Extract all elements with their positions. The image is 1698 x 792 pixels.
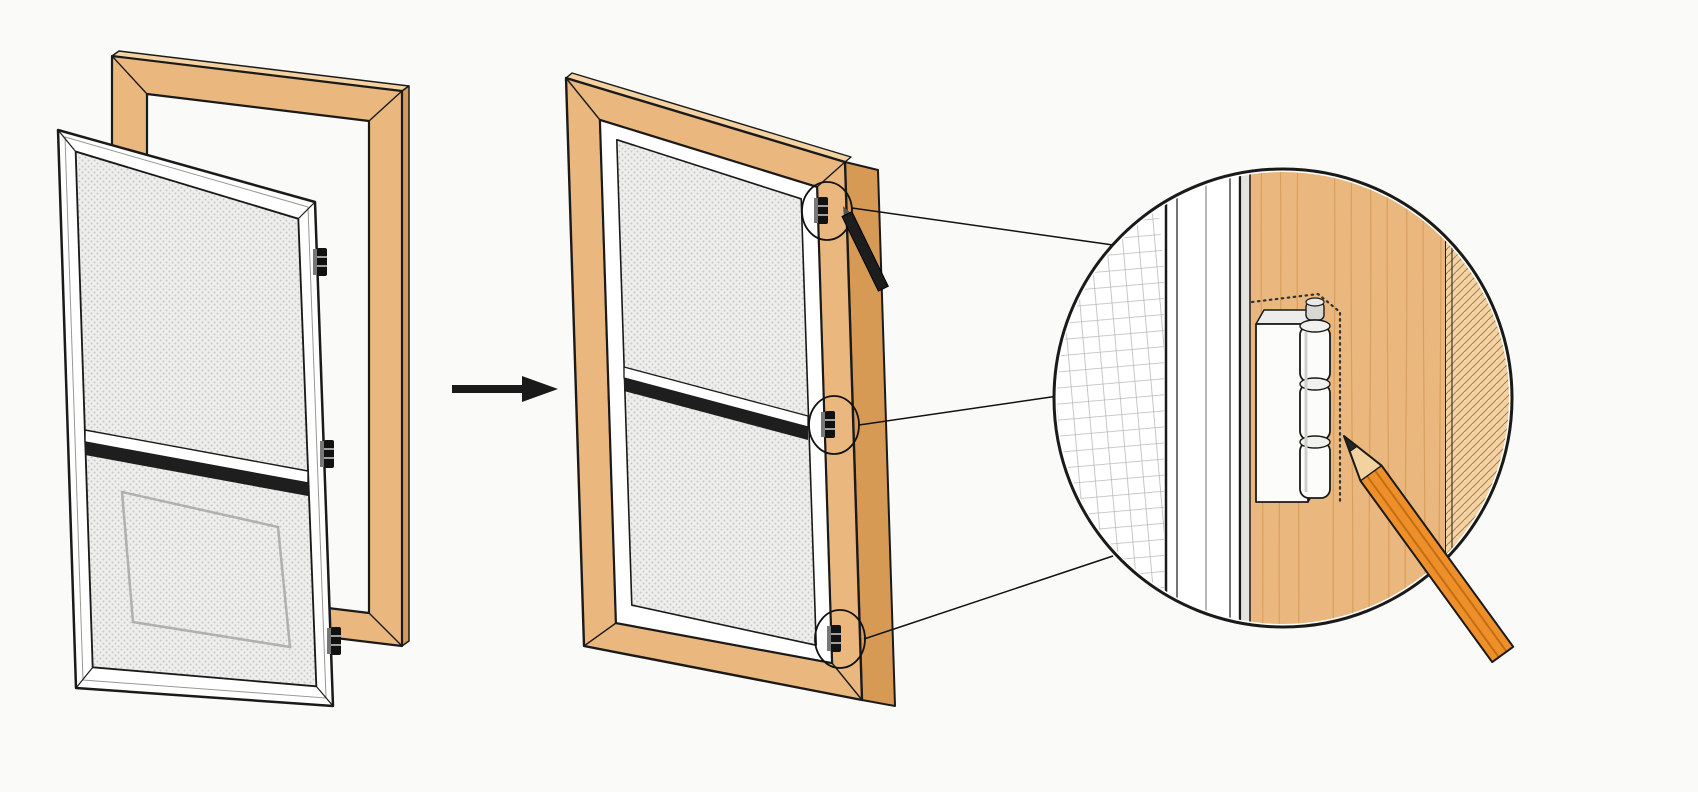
assembled-screen-unit bbox=[564, 72, 896, 707]
pencil-marking-dotted-line bbox=[1250, 292, 1342, 507]
pencil-icon bbox=[1343, 435, 1515, 664]
callout-line-bottom bbox=[863, 555, 1114, 640]
assembled-mid-rail-shadow bbox=[624, 378, 808, 440]
hinge-icon bbox=[327, 627, 341, 655]
callout-line-top bbox=[851, 207, 1114, 246]
screen-mid-rail-shadow bbox=[85, 442, 308, 496]
screen-panel-detached bbox=[56, 128, 341, 708]
screen-inner-lip-outline bbox=[120, 490, 292, 649]
arrow-right-icon bbox=[452, 376, 558, 402]
detail-mesh-grid bbox=[1057, 172, 1200, 624]
pencil-body bbox=[1360, 465, 1514, 663]
screen-mesh bbox=[75, 151, 317, 687]
detail-gap-shadow bbox=[1242, 172, 1250, 624]
hinge-icon bbox=[320, 440, 334, 468]
screen-frame-miter-lines bbox=[57, 129, 334, 707]
hinge-icon bbox=[313, 248, 327, 276]
callout-lines bbox=[851, 207, 1114, 640]
hinge-barrel bbox=[1299, 297, 1331, 499]
detail-hinge bbox=[1250, 292, 1342, 507]
hinge-icon bbox=[827, 625, 841, 652]
hinge-icon bbox=[814, 197, 828, 224]
assembled-hinges bbox=[814, 197, 841, 652]
screen-hinges bbox=[313, 248, 341, 655]
hinge-icon bbox=[821, 411, 835, 438]
callout-circle-top bbox=[801, 181, 853, 241]
callout-line-middle bbox=[858, 395, 1059, 426]
pencil-outline bbox=[1343, 435, 1515, 664]
small-pencil-icon bbox=[841, 206, 889, 292]
assembled-miter-lines bbox=[565, 77, 863, 701]
detail-screen-frame-profile bbox=[1164, 172, 1242, 624]
